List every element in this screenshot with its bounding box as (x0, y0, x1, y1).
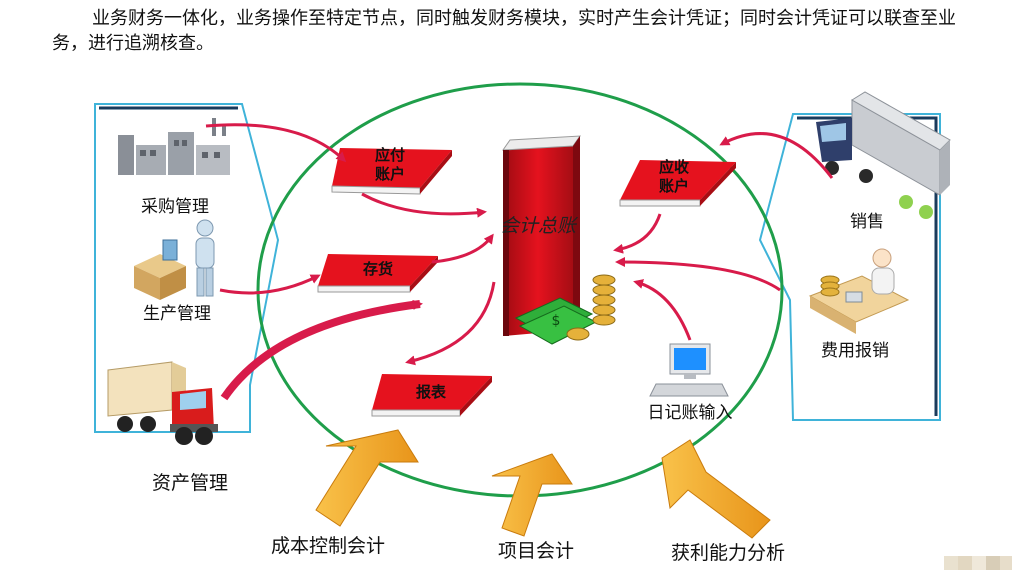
output-arrows (315, 429, 771, 539)
expense-label: 费用报销 (821, 341, 889, 361)
purchasing-label: 采购管理 (141, 197, 209, 217)
report-label: 报表 (416, 383, 447, 401)
report-book: 报表 (371, 374, 492, 417)
money-coins-icon: $ (514, 274, 616, 345)
flow-arrows (205, 123, 834, 366)
profitability-label: 获利能力分析 (671, 542, 785, 564)
arrow-journal-to-ledger (633, 279, 692, 341)
journal-entry-label: 日记账输入 (648, 403, 733, 423)
arrow-sales-to-receivable (719, 132, 834, 179)
left-business-panel (94, 103, 280, 433)
cost-control-label: 成本控制会计 (271, 535, 385, 557)
svg-text:$: $ (552, 313, 561, 329)
arrow-expense-to-ledger (615, 257, 781, 292)
receivable-line-1: 应收 (659, 158, 689, 176)
arrow-inventory-to-ledger (431, 233, 494, 264)
intro-paragraph: 业务财务一体化，业务操作至特定节点，同时触发财务模块，实时产生会计凭证；同时会计… (52, 8, 956, 54)
watermark-blur (944, 556, 1012, 570)
project-arrow (491, 453, 573, 537)
project-label: 项目会计 (498, 540, 574, 562)
inventory-label: 存货 (363, 260, 393, 278)
arrow-purchasing-to-payable (205, 123, 347, 163)
arrow-payable-to-ledger (361, 192, 487, 218)
profitability-arrow (661, 439, 771, 539)
delivery-truck-icon (816, 91, 951, 219)
payable-account-book: 应付 账户 (331, 146, 452, 195)
arrow-assets-to-ledger (220, 299, 423, 401)
payable-line-2: 账户 (375, 165, 405, 183)
production-label: 生产管理 (143, 304, 211, 324)
payable-line-1: 应付 (375, 146, 405, 164)
sales-label: 销售 (850, 212, 884, 232)
worker-box-icon (134, 219, 215, 300)
arrow-receivable-to-ledger (613, 213, 662, 254)
receivable-line-2: 账户 (659, 177, 689, 195)
inventory-book: 存货 (317, 254, 438, 293)
computer-icon (649, 343, 729, 397)
arrow-production-to-inventory (219, 274, 321, 295)
right-business-panel (758, 113, 941, 421)
truck-icon (107, 361, 218, 445)
factory-icon (118, 118, 230, 175)
expense-desk-icon (808, 248, 910, 334)
ledger-label: 会计总账 (500, 215, 578, 237)
cost-control-arrow (315, 429, 419, 527)
assets-label: 资产管理 (152, 472, 228, 494)
general-ledger-book (501, 135, 582, 336)
arrow-ledger-to-report (405, 281, 496, 366)
receivable-account-book: 应收 账户 (619, 158, 736, 207)
